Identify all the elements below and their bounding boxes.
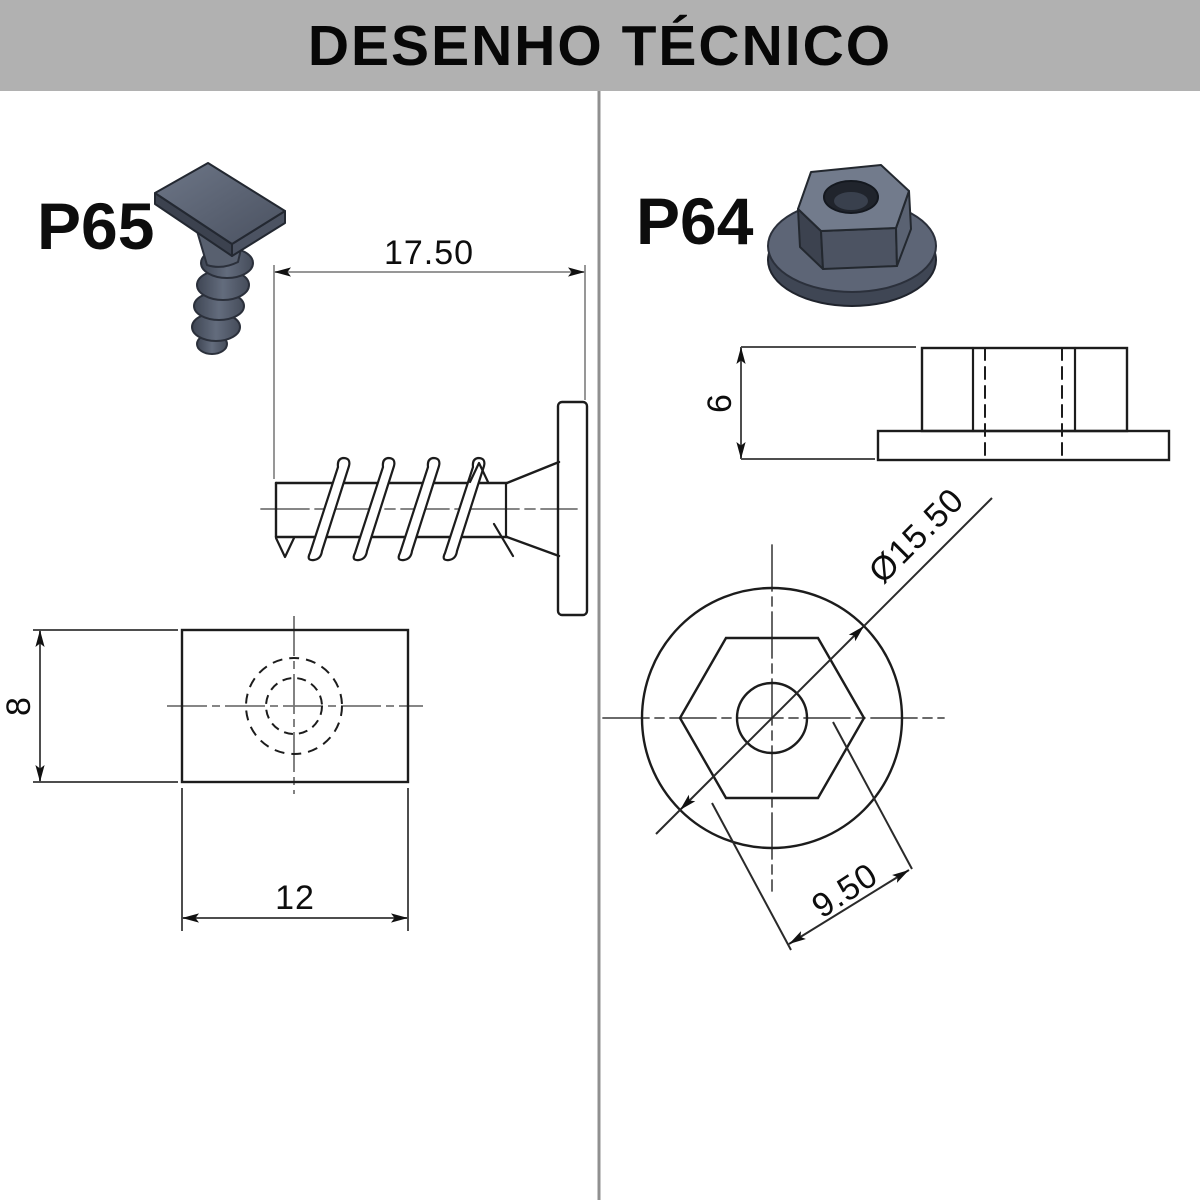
screw-thread bbox=[442, 456, 486, 562]
dim-height-8: 8 bbox=[0, 629, 178, 783]
nut-3d-render bbox=[767, 164, 937, 307]
hidden-circle-inner bbox=[265, 677, 323, 735]
dim-label-length: 17.50 bbox=[384, 234, 474, 272]
screw-thread bbox=[352, 456, 396, 562]
dim-label-height: 8 bbox=[0, 696, 38, 716]
arrowhead bbox=[680, 794, 696, 810]
dim-label-width: 12 bbox=[275, 879, 315, 917]
dim-nut-height-6: 6 bbox=[701, 346, 916, 460]
part-code-p64: P64 bbox=[636, 184, 754, 258]
flange-circle bbox=[640, 586, 904, 850]
nut-side-view bbox=[876, 346, 1171, 462]
hex-outline bbox=[678, 636, 866, 800]
dim-label-nut-height: 6 bbox=[701, 393, 739, 413]
thread-runout bbox=[492, 522, 515, 558]
hole-circle bbox=[735, 681, 809, 755]
screw-side-view bbox=[260, 400, 589, 617]
part-code-p65: P65 bbox=[37, 189, 154, 263]
nut-hex-face bbox=[820, 227, 898, 270]
screw-3d-render bbox=[154, 162, 286, 355]
screw-head-line bbox=[505, 460, 561, 485]
screw-plate-top bbox=[154, 162, 286, 245]
nut-top-view bbox=[602, 544, 945, 892]
dim-across-flats: 9.50 bbox=[711, 721, 913, 951]
screw-plate-side bbox=[556, 400, 589, 617]
dim-flange-diameter: Ø15.50 bbox=[655, 481, 993, 835]
thread-crest bbox=[468, 461, 490, 484]
hidden-circle-outer bbox=[245, 657, 343, 755]
screw-head-line bbox=[505, 535, 561, 558]
nut-hex-side bbox=[920, 346, 1129, 433]
arrowhead bbox=[848, 626, 864, 642]
title-banner: DESENHO TÉCNICO bbox=[0, 0, 1200, 91]
plate-outline bbox=[180, 628, 410, 784]
nut-flange-side bbox=[876, 429, 1171, 462]
screw-thread bbox=[397, 456, 441, 562]
thread-runout bbox=[274, 536, 296, 559]
nut-hole-shade bbox=[834, 192, 868, 210]
dim-label-across-flats: 9.50 bbox=[805, 856, 885, 926]
dim-length-17-50: 17.50 bbox=[273, 234, 586, 479]
page-title: DESENHO TÉCNICO bbox=[307, 13, 893, 78]
dim-width-12: 12 bbox=[181, 788, 409, 931]
screw-bottom-view bbox=[167, 616, 423, 794]
screw-thread bbox=[307, 456, 351, 562]
